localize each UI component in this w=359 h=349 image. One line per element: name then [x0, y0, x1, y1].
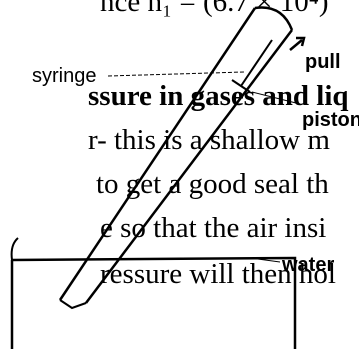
text-line-5: e so that the air insi: [100, 212, 327, 244]
pull-arrow-head: [296, 36, 306, 47]
barrel-top: [254, 6, 294, 31]
barrel-right-edge: [85, 29, 293, 304]
water-leader: [249, 257, 281, 263]
syringe-label: syringe: [32, 65, 97, 87]
pull-label: pull: [305, 51, 341, 73]
text-line-6: ressure will then hol: [100, 258, 336, 290]
heading-line: ssure in gases and liq: [88, 80, 349, 112]
syringe-leader: [107, 71, 245, 77]
barrel-left-edge: [58, 7, 257, 301]
pull-arrow-shaft: [289, 39, 303, 51]
piston-label: piston: [302, 109, 359, 131]
container-rim: [10, 237, 19, 261]
water-container: [10, 256, 297, 349]
piston-leader: [251, 91, 301, 105]
text-line-1: nce h₁ = (6.7 × 10⁴): [100, 0, 329, 18]
piston-rod: [240, 39, 273, 87]
text-line-4: to get a good seal th: [96, 168, 329, 200]
water-label: water: [282, 254, 335, 276]
syringe-tip: [59, 299, 87, 310]
